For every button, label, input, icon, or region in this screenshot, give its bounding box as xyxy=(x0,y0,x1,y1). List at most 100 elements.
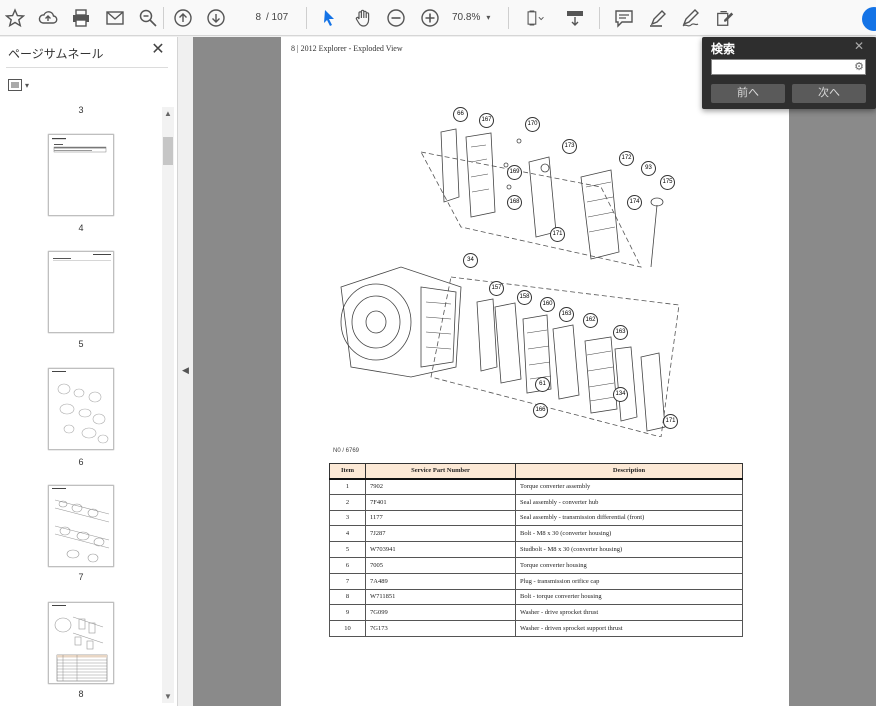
item-cell: 7 xyxy=(329,572,366,590)
scrollbar-thumb[interactable] xyxy=(163,137,173,165)
part-number-cell: 7F401 xyxy=(365,493,516,511)
column-header: Item xyxy=(329,463,366,480)
thumbnail-label: 5 xyxy=(78,339,84,349)
callout-172: 172 xyxy=(619,151,634,166)
callout-162: 162 xyxy=(583,313,598,328)
thumbnail-page-6[interactable] xyxy=(48,368,114,450)
collapse-panel-icon[interactable]: ◀ xyxy=(182,365,189,375)
part-number-cell: 7G173 xyxy=(365,620,516,637)
description-cell: Seal assembly - transmission differentia… xyxy=(515,509,743,527)
thumbnail-page-4[interactable] xyxy=(48,134,114,216)
item-cell: 2 xyxy=(329,493,366,511)
item-cell: 10 xyxy=(329,620,366,637)
part-number-cell: 1177 xyxy=(365,509,516,527)
item-cell: 4 xyxy=(329,525,366,543)
thumbnail-page-5[interactable] xyxy=(48,251,114,333)
item-cell: 8 xyxy=(329,588,366,606)
thumbnail-image xyxy=(52,138,107,153)
thumbnail-options-button[interactable]: ▾ xyxy=(8,77,38,93)
pdf-page: 8 | 2012 Explorer - Exploded View xyxy=(281,37,789,706)
description-cell: Washer - drive sprocket thrust xyxy=(515,604,743,622)
search-input[interactable] xyxy=(711,59,866,75)
callout-167: 167 xyxy=(479,113,494,128)
callout-93: 93 xyxy=(641,161,656,176)
callout-157: 157 xyxy=(489,281,504,296)
close-icon[interactable]: ✕ xyxy=(854,39,865,53)
search-zoom-icon[interactable] xyxy=(136,6,160,30)
zoom-in-icon[interactable] xyxy=(418,6,442,30)
thumbnail-scrollbar[interactable]: ▲ ▼ xyxy=(162,107,174,703)
cloud-upload-icon[interactable] xyxy=(36,6,60,30)
callout-175: 175 xyxy=(660,175,675,190)
chevron-down-icon: ▾ xyxy=(486,13,491,22)
page-number-input[interactable]: 8 xyxy=(255,12,261,23)
find-panel-title: 検索 xyxy=(711,42,736,56)
print-icon[interactable] xyxy=(69,6,93,30)
thumbnail-panel: ページサムネール ✕ ▾ 3 4 5 xyxy=(0,37,178,706)
callout-160: 160 xyxy=(540,297,555,312)
mail-icon[interactable] xyxy=(103,6,127,30)
next-page-icon[interactable] xyxy=(204,6,228,30)
part-number-cell: 7902 xyxy=(365,478,516,495)
part-number-cell: 7005 xyxy=(365,556,516,574)
column-header: Service Part Number xyxy=(365,463,516,480)
find-panel: 検索 ✕ ⚙ 前へ 次へ xyxy=(702,37,876,109)
callout-170: 170 xyxy=(525,117,540,132)
thumbnail-image xyxy=(52,488,110,563)
thumbnail-page-7[interactable] xyxy=(48,485,114,567)
part-number-cell: W711851 xyxy=(365,588,516,606)
close-icon[interactable]: ✕ xyxy=(151,41,165,58)
divider xyxy=(6,67,168,68)
page-header: 8 | 2012 Explorer - Exploded View xyxy=(291,44,403,53)
previous-button[interactable]: 前へ xyxy=(711,84,785,103)
zoom-out-icon[interactable] xyxy=(384,6,408,30)
comment-icon[interactable] xyxy=(612,6,636,30)
description-cell: Washer - driven sprocket support thrust xyxy=(515,620,743,637)
description-cell: Plug - transmission orifice cap xyxy=(515,572,743,590)
thumbnail-label: 4 xyxy=(78,223,84,233)
select-cursor-icon[interactable] xyxy=(318,6,340,30)
description-cell: Torque converter housing xyxy=(515,556,743,574)
gear-icon[interactable]: ⚙ xyxy=(854,61,864,73)
exploded-view-diagram xyxy=(340,128,680,437)
description-cell: Torque converter assembly xyxy=(515,478,743,495)
fill-sign-icon[interactable] xyxy=(712,6,738,30)
thumbnail-page-8[interactable] xyxy=(48,602,114,684)
draw-signature-icon[interactable] xyxy=(679,6,703,30)
hand-tool-icon[interactable] xyxy=(351,6,375,30)
thumbnail-label: 3 xyxy=(78,105,84,115)
item-cell: 3 xyxy=(329,509,366,527)
scroll-mode-icon[interactable] xyxy=(563,6,587,30)
zoom-dropdown[interactable]: 70.8% ▾ xyxy=(452,8,504,28)
prev-page-icon[interactable] xyxy=(171,6,195,30)
page-fit-icon[interactable] xyxy=(520,6,550,30)
table-header-row: Item Service Part Number Description xyxy=(329,463,743,480)
zoom-value: 70.8% xyxy=(452,12,481,23)
callout-158: 158 xyxy=(517,290,532,305)
scroll-up-icon[interactable]: ▲ xyxy=(164,109,172,118)
thumbnail-label: 8 xyxy=(78,689,84,699)
document-viewport[interactable]: 8 | 2012 Explorer - Exploded View xyxy=(193,37,876,706)
thumbnail-image xyxy=(52,371,109,444)
callout-61: 61 xyxy=(535,377,550,392)
callout-174: 174 xyxy=(627,195,642,210)
column-header: Description xyxy=(515,463,743,480)
highlight-pen-icon[interactable] xyxy=(646,6,670,30)
user-avatar[interactable] xyxy=(862,7,876,31)
item-cell: 6 xyxy=(329,556,366,574)
figure-label: N0 / 6769 xyxy=(333,448,360,454)
star-icon[interactable] xyxy=(3,6,27,30)
scroll-down-icon[interactable]: ▼ xyxy=(164,692,172,701)
next-button[interactable]: 次へ xyxy=(792,84,866,103)
description-cell: Studbolt - M8 x 30 (converter housing) xyxy=(515,541,743,558)
